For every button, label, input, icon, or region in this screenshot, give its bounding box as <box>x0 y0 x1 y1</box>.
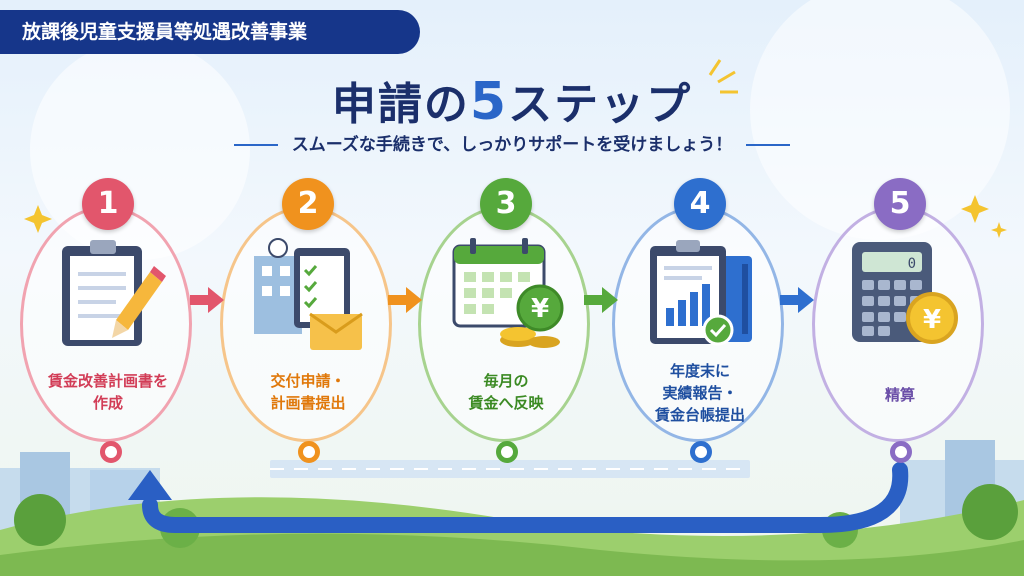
step-4-label-line-1: 年度末に <box>669 362 730 380</box>
step-2: 2 交付申請・ 計画書提出 <box>220 178 400 448</box>
step-4-label-line-3: 賃金台帳提出 <box>654 406 745 424</box>
step-4: 4 年度末に 実績報告・ 賃金台帳提出 <box>612 178 792 448</box>
step-3-label: 毎月の 賃金へ反映 <box>418 370 594 414</box>
step-2-badge: 2 <box>282 178 334 230</box>
arrow-right-icon <box>780 287 814 313</box>
step-3: 3 ¥ 毎月の 賃金へ反映 <box>418 178 598 448</box>
step-1-badge: 1 <box>82 178 134 230</box>
step-3-label-line-1: 毎月の <box>483 372 529 390</box>
step-5-label: 精算 <box>812 384 988 406</box>
step-2-label-line-2: 計画書提出 <box>270 394 346 412</box>
step-2-label-line-1: 交付申請・ <box>270 372 346 390</box>
timeline-dot-2 <box>298 441 320 463</box>
svg-text:¥: ¥ <box>531 294 549 324</box>
clipboard-pencil-icon <box>62 240 166 346</box>
program-tag: 放課後児童支援員等処遇改善事業 <box>0 10 420 54</box>
calculator-yen-coin-icon: 0 ¥ <box>852 242 958 344</box>
title-number: 5 <box>469 72 509 132</box>
arrow-right-icon <box>584 287 618 313</box>
timeline-dot-5 <box>890 441 912 463</box>
step-1: 1 賃金改善計画書を 作成 <box>20 178 200 448</box>
step-5: 5 0 ¥ 精算 <box>812 178 992 448</box>
subtitle: スムーズな手続きで、しっかりサポートを受けましょう！ <box>0 130 1024 155</box>
subtitle-rule-left <box>233 144 278 146</box>
step-4-badge: 4 <box>674 178 726 230</box>
step-4-label-line-2: 実績報告・ <box>662 384 738 402</box>
svg-text:0: 0 <box>908 256 916 272</box>
step-3-label-line-2: 賃金へ反映 <box>468 394 544 412</box>
title-suffix: ステップ <box>508 79 693 130</box>
step-3-badge: 3 <box>480 178 532 230</box>
page-title: 申請の5ステップ <box>0 68 1024 132</box>
report-chart-binder-icon <box>650 240 752 346</box>
subtitle-text: スムーズな手続きで、しっかりサポートを受けましょう！ <box>291 135 733 155</box>
timeline-dot-4 <box>690 441 712 463</box>
step-1-label-line-1: 賃金改善計画書を <box>47 372 168 390</box>
title-prefix: 申請の <box>331 79 470 130</box>
timeline-dot-1 <box>100 441 122 463</box>
step-4-label: 年度末に 実績報告・ 賃金台帳提出 <box>612 360 788 426</box>
step-5-badge: 5 <box>874 178 926 230</box>
step-1-label-line-2: 作成 <box>92 394 123 412</box>
step-2-label: 交付申請・ 計画書提出 <box>220 370 396 414</box>
step-5-label-line-1: 精算 <box>884 386 915 404</box>
building-checklist-envelope-icon <box>254 238 363 350</box>
step-1-label: 賃金改善計画書を 作成 <box>20 370 196 414</box>
arrow-right-icon <box>388 287 422 313</box>
calendar-yen-coins-icon: ¥ <box>452 238 564 348</box>
arrow-right-icon <box>190 287 224 313</box>
subtitle-rule-right <box>746 144 791 146</box>
timeline-dot-3 <box>496 441 518 463</box>
svg-text:¥: ¥ <box>923 305 941 335</box>
